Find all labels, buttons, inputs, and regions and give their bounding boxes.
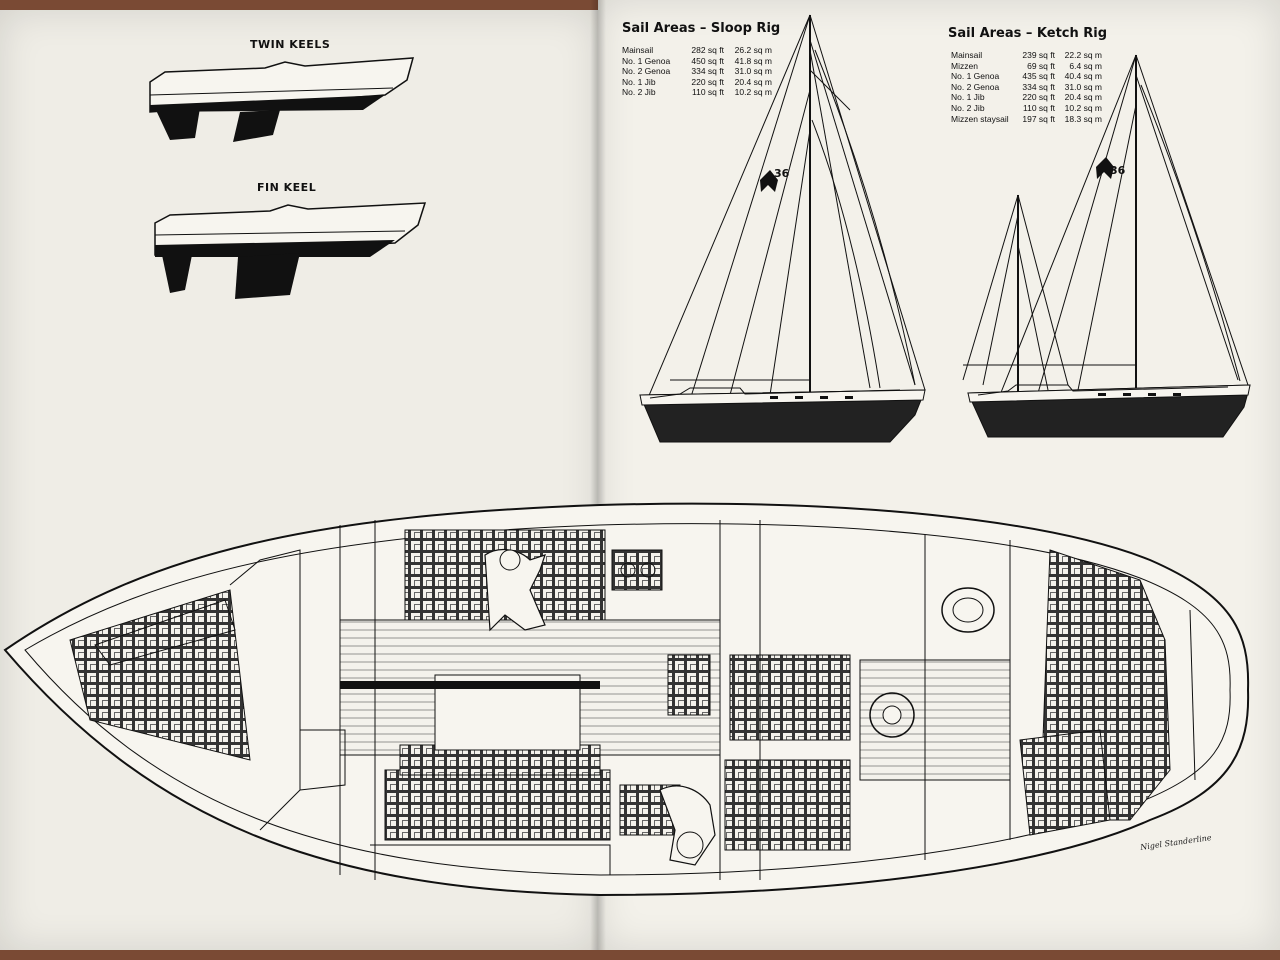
sail-area-sqft: 334 sq ft — [691, 66, 724, 77]
fin-keel-label: FIN KEEL — [257, 181, 317, 194]
sail-row: No. 2 Genoa 334 sq ft 31.0 sq m — [622, 66, 772, 77]
sail-name: Mainsail — [622, 45, 654, 55]
sail-row: No. 2 Jib 110 sq ft 10.2 sq m — [622, 87, 772, 98]
sail-area-sqm: 6.4 sq m — [1069, 60, 1102, 71]
sail-row: Mainsail 282 sq ft 26.2 sq m — [622, 45, 772, 56]
sail-area-sqft: 239 sq ft — [1022, 50, 1055, 60]
sail-row: No. 1 Genoa 450 sq ft 41.8 sq m — [622, 56, 772, 67]
sail-area-sqm: 26.2 sq m — [734, 45, 772, 55]
sail-area-sqft: 110 sq ft — [692, 87, 724, 98]
sail-name: No. 2 Genoa — [622, 66, 671, 77]
sail-area-sqm: 40.4 sq m — [1064, 71, 1102, 82]
sail-row: No. 2 Jib 110 sq ft 10.2 sq m — [951, 103, 1102, 114]
fin-keel-drawing — [154, 202, 427, 299]
sail-row: No. 1 Genoa 435 sq ft 40.4 sq m — [951, 71, 1102, 82]
sail-area-sqm: 20.4 sq m — [734, 76, 772, 87]
sail-area-sqm: 41.8 sq m — [734, 55, 772, 66]
sail-name: No. 1 Jib — [951, 92, 985, 103]
sloop-rig-drawing — [639, 14, 926, 443]
sail-name: No. 1 Genoa — [622, 55, 671, 66]
ketch-sail-areas-table: Mainsail 239 sq ft 22.2 sq m Mizzen 69 sq ft… — [951, 50, 1102, 124]
sloop-sail-areas-table: Mainsail 282 sq ft 26.2 sq m No. 1 Genoa 450… — [622, 45, 772, 98]
sail-name: No. 2 Jib — [951, 102, 985, 113]
sail-row: Mizzen 69 sq ft 6.4 sq m — [951, 61, 1102, 72]
sail-area-sqft: 110 sq ft — [1023, 102, 1055, 113]
sail-area-sqm: 10.2 sq m — [734, 87, 772, 98]
twin-keels-drawing — [149, 57, 415, 142]
sail-area-sqft: 435 sq ft — [1022, 71, 1055, 82]
sail-area-sqm: 18.3 sq m — [1064, 113, 1102, 124]
sail-name: No. 1 Genoa — [951, 71, 1000, 82]
sail-area-sqft: 282 sq ft — [691, 45, 724, 55]
sail-area-sqm: 20.4 sq m — [1064, 92, 1102, 103]
sail-area-sqm: 22.2 sq m — [1064, 50, 1102, 60]
sail-row: Mizzen staysail 197 sq ft 18.3 sq m — [951, 114, 1102, 125]
sail-name: No. 1 Jib — [622, 76, 656, 87]
sail-area-sqft: 220 sq ft — [691, 76, 724, 87]
sail-area-sqft: 69 sq ft — [1027, 60, 1055, 71]
sail-area-sqm: 10.2 sq m — [1064, 102, 1102, 113]
sloop-sail-number: 36 — [774, 167, 790, 180]
sail-area-sqft: 450 sq ft — [691, 55, 724, 66]
sail-area-sqft: 220 sq ft — [1022, 92, 1055, 103]
sail-row: No. 2 Genoa 334 sq ft 31.0 sq m — [951, 82, 1102, 93]
sail-name: No. 2 Jib — [622, 87, 656, 98]
sail-name: Mainsail — [951, 50, 983, 60]
sail-name: Mizzen staysail — [951, 113, 1009, 124]
interior-layout-drawing — [3, 502, 1250, 897]
sail-row: No. 1 Jib 220 sq ft 20.4 sq m — [622, 77, 772, 88]
sail-area-sqft: 334 sq ft — [1022, 81, 1055, 92]
sail-name: No. 2 Genoa — [951, 81, 1000, 92]
sloop-rig-title: Sail Areas – Sloop Rig — [622, 21, 781, 36]
sail-area-sqm: 31.0 sq m — [1064, 81, 1102, 92]
sail-area-sqft: 197 sq ft — [1022, 113, 1055, 124]
ketch-rig-drawing — [962, 54, 1251, 438]
sail-row: Mainsail 239 sq ft 22.2 sq m — [951, 50, 1102, 61]
ketch-rig-title: Sail Areas – Ketch Rig — [948, 26, 1108, 41]
sail-area-sqm: 31.0 sq m — [734, 66, 772, 77]
ketch-sail-number: 36 — [1110, 164, 1126, 177]
twin-keels-label: TWIN KEELS — [250, 38, 331, 51]
sail-name: Mizzen — [951, 60, 978, 71]
sail-row: No. 1 Jib 220 sq ft 20.4 sq m — [951, 92, 1102, 103]
